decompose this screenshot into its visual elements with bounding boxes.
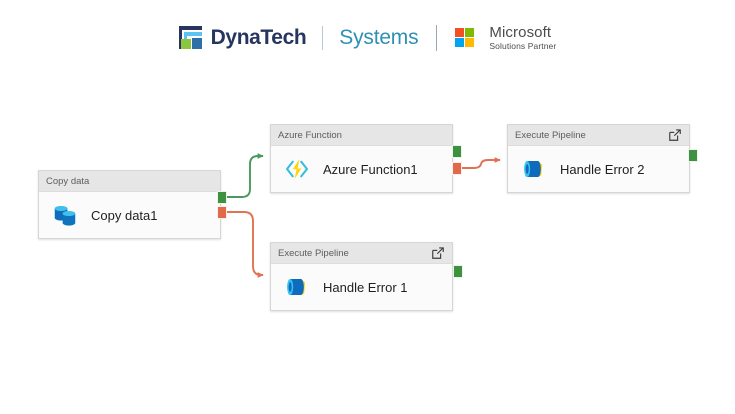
node-header: Execute Pipeline [508,125,689,146]
brand-header: DynaTech Systems Microsoft Solutions Par… [0,18,735,58]
activity-node-handle-error-2[interactable]: Execute Pipeline Handle Error 2 [507,124,690,193]
node-header-title: Copy data [46,175,90,187]
brand-divider [322,25,324,50]
node-body: Handle Error 1 [271,264,452,310]
edge-azure-function-failure-to-handle-error-2 [462,157,501,169]
microsoft-partner-text: Microsoft Solutions Partner [489,23,557,52]
microsoft-name: Microsoft [489,23,552,41]
open-pipeline-external-link-icon[interactable] [431,246,445,260]
port-failure-copy-data[interactable] [217,206,227,219]
node-header-title: Execute Pipeline [278,247,349,259]
microsoft-four-squares-logo-icon [455,28,475,48]
open-pipeline-external-link-icon[interactable] [668,128,682,142]
port-success-handle-error-1[interactable] [453,265,463,278]
brand-company-name: DynaTech [210,26,307,50]
node-header-title: Execute Pipeline [515,129,586,141]
activity-node-copy-data[interactable]: Copy data Copy data1 [38,170,221,239]
brand-product-name: Systems [339,26,419,50]
port-success-handle-error-2[interactable] [688,149,698,162]
brand-partner-divider [436,24,438,51]
node-body: Handle Error 2 [508,146,689,192]
node-header: Azure Function [271,125,452,146]
activity-node-azure-function[interactable]: Azure Function Azure Function1 [270,124,453,193]
brand-lockup: DynaTech Systems Microsoft Solutions Par… [178,23,557,52]
edge-copy-data-success-to-azure-function [227,153,264,198]
port-success-copy-data[interactable] [217,191,227,204]
node-label: Handle Error 1 [323,279,408,295]
edge-copy-data-failure-to-handle-error-1 [227,211,264,278]
activity-node-handle-error-1[interactable]: Execute Pipeline Handle Error 1 [270,242,453,311]
dynatech-squares-logo-icon [178,26,202,50]
execute-pipeline-icon [524,160,543,178]
port-failure-azure-function[interactable] [452,162,462,175]
port-success-azure-function[interactable] [452,145,462,158]
microsoft-partner-tier: Solutions Partner [489,41,557,52]
azure-function-icon [286,159,308,179]
node-label: Handle Error 2 [560,161,645,177]
copy-data-database-icon [54,205,76,226]
node-header: Execute Pipeline [271,243,452,264]
node-label: Azure Function1 [323,161,418,177]
node-body: Copy data1 [39,192,220,238]
node-header: Copy data [39,171,220,192]
node-body: Azure Function1 [271,146,452,192]
node-label: Copy data1 [91,207,158,223]
node-header-title: Azure Function [278,129,342,141]
execute-pipeline-icon [287,278,306,296]
